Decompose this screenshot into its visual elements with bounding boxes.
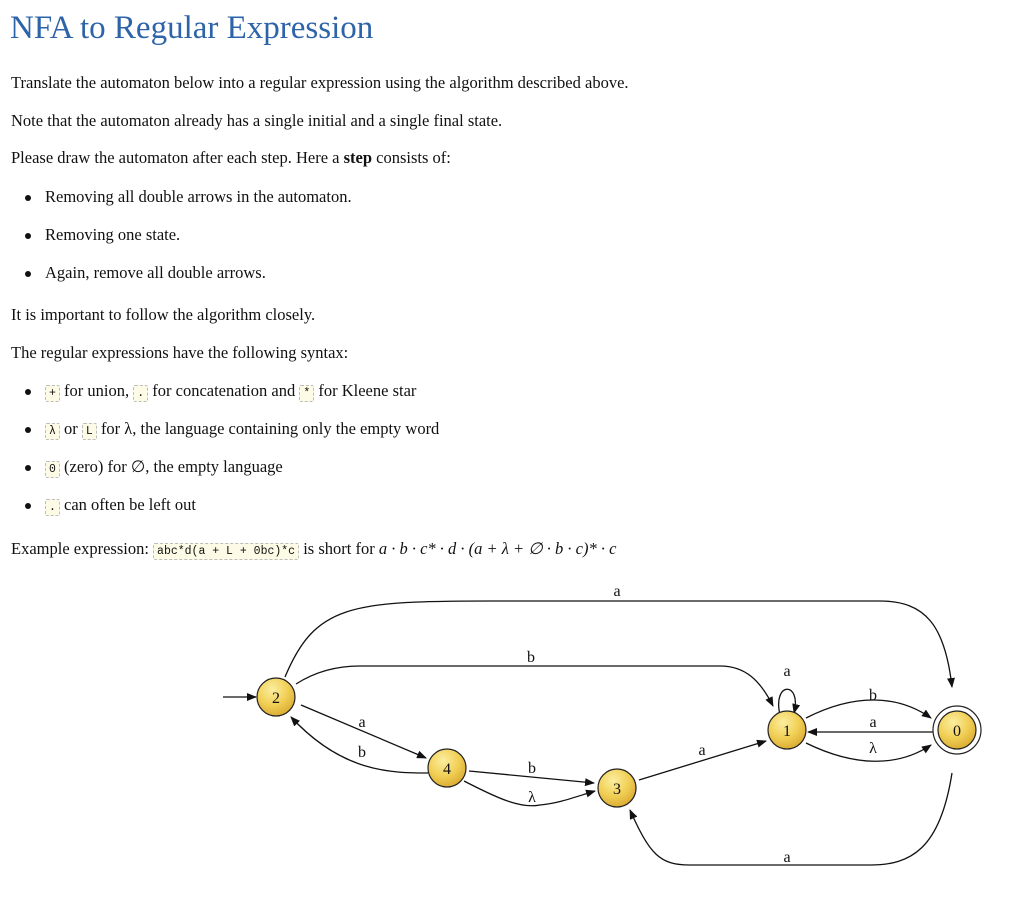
syntax-item-operators: + for union, . for concatenation and * f… [45,381,417,402]
union-code: + [45,385,60,402]
edge-3-1 [638,739,767,781]
edge-2-4 [300,704,427,759]
state-2 [256,677,296,717]
edge-label-2-4: a [358,714,365,731]
example-code: abc*d(a + L + 0bc)*c [153,543,300,560]
edge-2-1 [295,665,774,707]
edge-label-2-1: b [527,649,535,666]
edge-label-0-3: a [783,849,790,866]
edge-4-2 [290,716,429,774]
syntax-item-zero: 0 (zero) for ∅, the empty language [45,457,283,478]
page-title: NFA to Regular Expression [10,10,374,46]
edge-label-1-1: a [783,663,790,680]
L-code: L [81,423,97,440]
state-4 [427,748,467,788]
intro-paragraph-2: Note that the automaton already has a si… [11,111,503,130]
concat-text: for concatenation and [148,381,300,400]
edge-label-1-0-lambda: λ [869,740,877,757]
intro-paragraph-3: Please draw the automaton after each ste… [11,148,451,168]
syntax-item-lambda: λ or L for λ, the language containing on… [45,419,440,440]
state-3 [597,768,637,808]
state-1 [767,710,807,750]
edge-0-3 [629,772,953,866]
edge-label-4-3-lambda: λ [528,789,536,806]
edge-1-0-lambda [805,742,932,762]
dot-code: . [45,499,60,516]
step-item-3: Again, remove all double arrows. [45,263,266,282]
dot-text: can often be left out [59,495,196,514]
state-label-1: 1 [783,723,791,740]
state-label-4: 4 [443,761,451,778]
syntax-intro: The regular expressions have the followi… [11,343,349,362]
star-code: * [299,385,315,402]
edge-1-0-b [805,699,932,719]
state-label-2: 2 [272,690,280,707]
edge-label-4-3-b: b [528,760,536,777]
edge-label-4-2: b [358,744,366,761]
concat-code: . [133,385,149,402]
edge-label-1-0-b: b [869,687,877,704]
state-label-3: 3 [613,781,621,798]
lambda-code: λ [45,423,60,440]
example-mid: is short for [299,539,379,558]
automaton-diagram: a b a b b λ a a b a λ a 2 4 3 1 0 [223,583,982,866]
edge-4-3-lambda [463,780,596,807]
edge-4-3-b [468,770,595,787]
step-item-2: Removing one state. [45,225,181,244]
union-text: for union, [59,381,134,400]
edge-label-2-0: a [613,583,620,600]
state-0 [937,710,977,750]
intro3-bold: step [343,148,373,167]
state-label-0: 0 [953,723,961,740]
syntax-item-dot: . can often be left out [45,495,196,516]
example-paragraph: Example expression: abc*d(a + L + 0bc)*c… [11,539,617,560]
edge-1-1 [778,688,801,716]
or-text: or [59,419,82,438]
edge-label-3-1: a [698,742,705,759]
intro-paragraph-1: Translate the automaton below into a reg… [11,73,629,92]
follow-paragraph: It is important to follow the algorithm … [11,305,316,324]
intro3-post: consists of: [372,148,451,167]
step-item-1: Removing all double arrows in the automa… [45,187,352,206]
intro3-pre: Please draw the automaton after each ste… [11,148,344,167]
example-math: a · b · c* · d · (a + λ + ∅ · b · c)* · … [378,539,617,558]
zero-code: 0 [45,461,60,478]
example-prefix: Example expression: [11,539,154,558]
star-text: for Kleene star [314,381,417,400]
lambda-text: for λ, the language containing only the … [96,419,440,438]
edge-label-0-1: a [869,714,876,731]
zero-text: (zero) for ∅, the empty language [59,457,283,476]
edge-2-0 [284,600,955,688]
